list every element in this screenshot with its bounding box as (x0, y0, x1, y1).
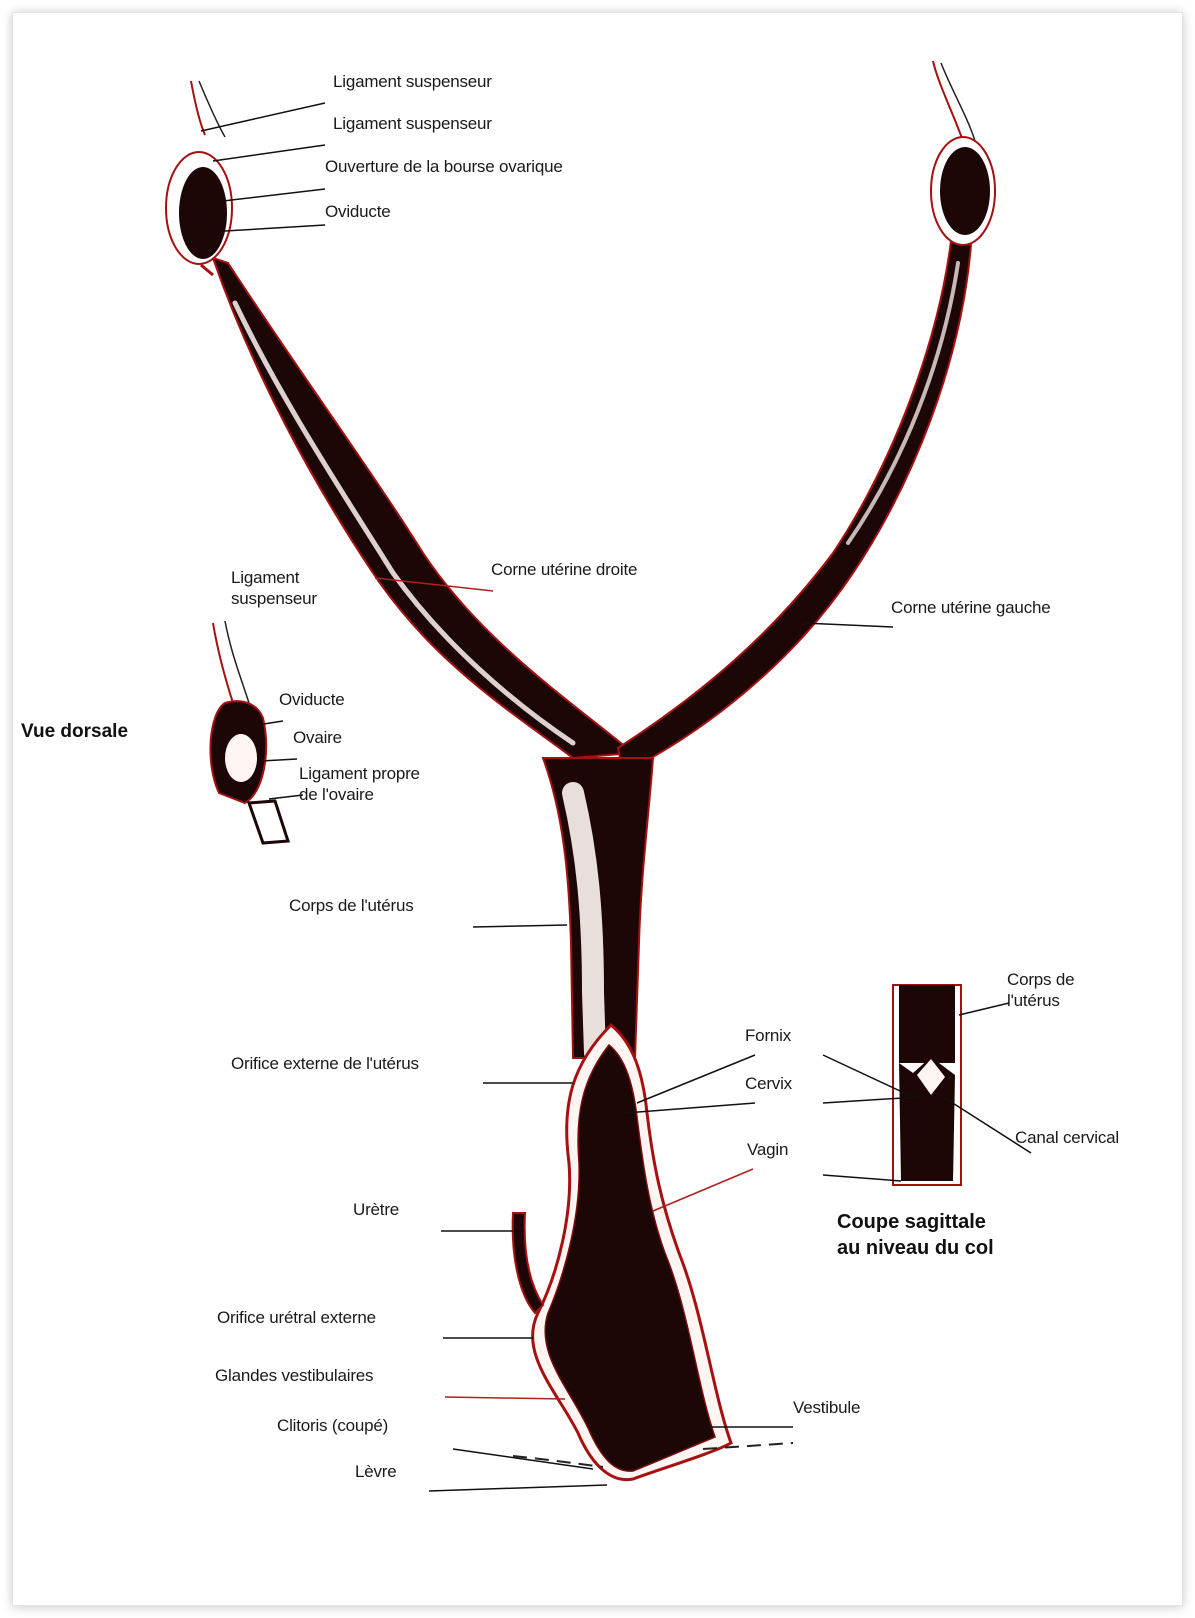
label-canal-cervical: Canal cervical (1015, 1127, 1119, 1148)
label-corps-uterus-section: Corps de l'utérus (1007, 969, 1074, 1011)
label-ovaire: Ovaire (293, 727, 342, 748)
label-oviducte-top: Oviducte (325, 201, 391, 222)
uterine-horn-left (618, 241, 971, 773)
label-clitoris: Clitoris (coupé) (277, 1415, 388, 1436)
ovary-dorsal-view (210, 621, 288, 843)
label-ligament-suspenseur-2: Ligament suspenseur (333, 113, 492, 134)
label-corps-uterus: Corps de l'utérus (289, 895, 414, 916)
label-cervix: Cervix (745, 1073, 792, 1094)
label-glandes-vestibulaires: Glandes vestibulaires (215, 1365, 373, 1386)
reproductive-tract (213, 241, 971, 1480)
label-ouverture-bourse-ovarique: Ouverture de la bourse ovarique (325, 156, 563, 177)
sagittal-section (893, 985, 961, 1185)
anatomy-illustration (13, 13, 1182, 1605)
label-corne-uterine-gauche: Corne utérine gauche (891, 597, 1051, 618)
label-oviducte-small: Oviducte (279, 689, 345, 710)
label-orifice-externe-uterus: Orifice externe de l'utérus (231, 1053, 419, 1074)
label-vagin: Vagin (747, 1139, 788, 1160)
urethra (513, 1213, 543, 1313)
view-title-dorsal: Vue dorsale (21, 721, 128, 743)
ovary-left-main (931, 61, 995, 245)
label-fornix: Fornix (745, 1025, 791, 1046)
label-corne-uterine-droite: Corne utérine droite (491, 559, 637, 580)
view-title-sagittal: Coupe sagittale au niveau du col (837, 1209, 994, 1261)
label-ligament-suspenseur-small: Ligament suspenseur (231, 567, 317, 609)
label-vestibule: Vestibule (793, 1397, 860, 1418)
label-ligament-propre-ovaire: Ligament propre de l'ovaire (299, 763, 420, 805)
label-orifice-uretral-externe: Orifice urétral externe (217, 1307, 376, 1328)
uterine-horn-right (213, 258, 633, 758)
label-uretre: Urètre (353, 1199, 399, 1220)
label-ligament-suspenseur-1: Ligament suspenseur (333, 71, 492, 92)
diagram-page: Ligament suspenseur Ligament suspenseur … (12, 12, 1183, 1606)
ovary-right-main (166, 81, 232, 275)
label-levre: Lèvre (355, 1461, 397, 1482)
